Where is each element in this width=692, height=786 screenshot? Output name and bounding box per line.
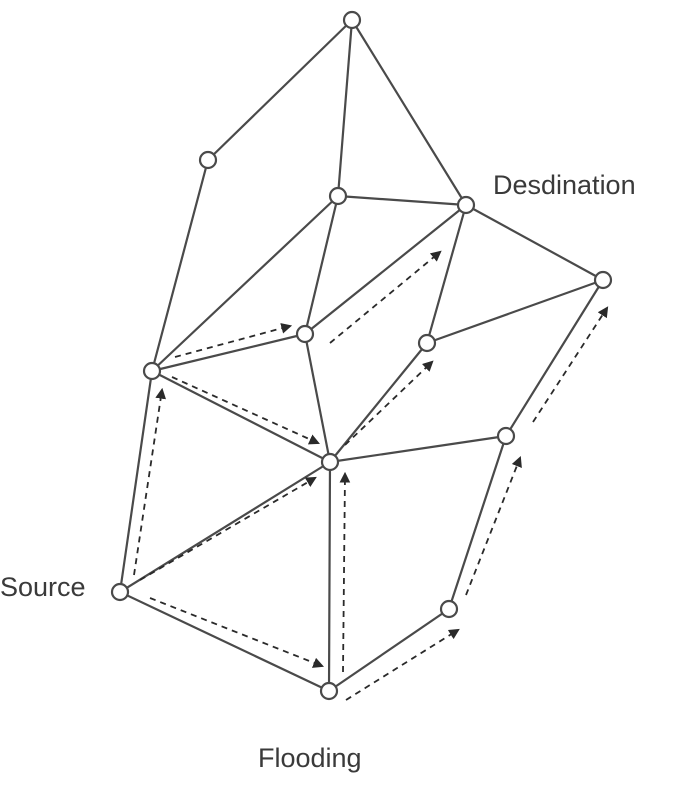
edge	[118, 369, 154, 594]
node	[319, 681, 339, 701]
flood-arrow	[139, 476, 317, 581]
flood-arrow	[345, 628, 460, 701]
node	[593, 270, 613, 290]
edge	[447, 434, 508, 611]
edge	[303, 203, 468, 336]
edge	[504, 278, 605, 438]
node	[439, 599, 459, 619]
edge	[206, 18, 354, 162]
node	[417, 333, 437, 353]
network-edges	[118, 18, 605, 693]
edge	[303, 332, 332, 464]
node	[198, 150, 218, 170]
edge	[118, 590, 331, 693]
flood-arrow	[532, 306, 609, 423]
edge	[350, 18, 468, 207]
destination-label: Desdination	[493, 170, 636, 200]
edge	[118, 460, 332, 594]
source-label: Source	[0, 572, 86, 602]
flood-arrow	[329, 250, 442, 344]
node-destination	[456, 195, 476, 215]
node	[142, 361, 162, 381]
edge	[328, 341, 429, 464]
flood-arrow	[465, 455, 522, 596]
edge	[150, 158, 210, 373]
edge	[303, 194, 340, 336]
network-nodes	[110, 10, 613, 701]
node	[295, 324, 315, 344]
flooding-arrows	[133, 250, 609, 701]
flood-arrow	[149, 597, 325, 668]
edge	[425, 203, 468, 345]
node-source	[110, 582, 130, 602]
edge	[425, 278, 605, 345]
flood-arrow	[133, 387, 167, 576]
flood-arrow	[174, 323, 293, 358]
node	[320, 452, 340, 472]
edge	[150, 332, 307, 373]
caption-label: Flooding	[258, 743, 362, 773]
edge	[464, 203, 605, 282]
node-top	[342, 10, 362, 30]
node	[496, 426, 516, 446]
edge	[327, 607, 451, 693]
node	[328, 186, 348, 206]
edge	[150, 194, 340, 373]
edge	[336, 18, 354, 198]
edge	[328, 434, 508, 464]
flood-arrow	[171, 376, 320, 445]
flood-arrow	[339, 471, 351, 673]
edge	[327, 460, 332, 693]
edge	[336, 194, 468, 207]
edge	[150, 369, 332, 464]
flood-arrow	[344, 360, 434, 446]
